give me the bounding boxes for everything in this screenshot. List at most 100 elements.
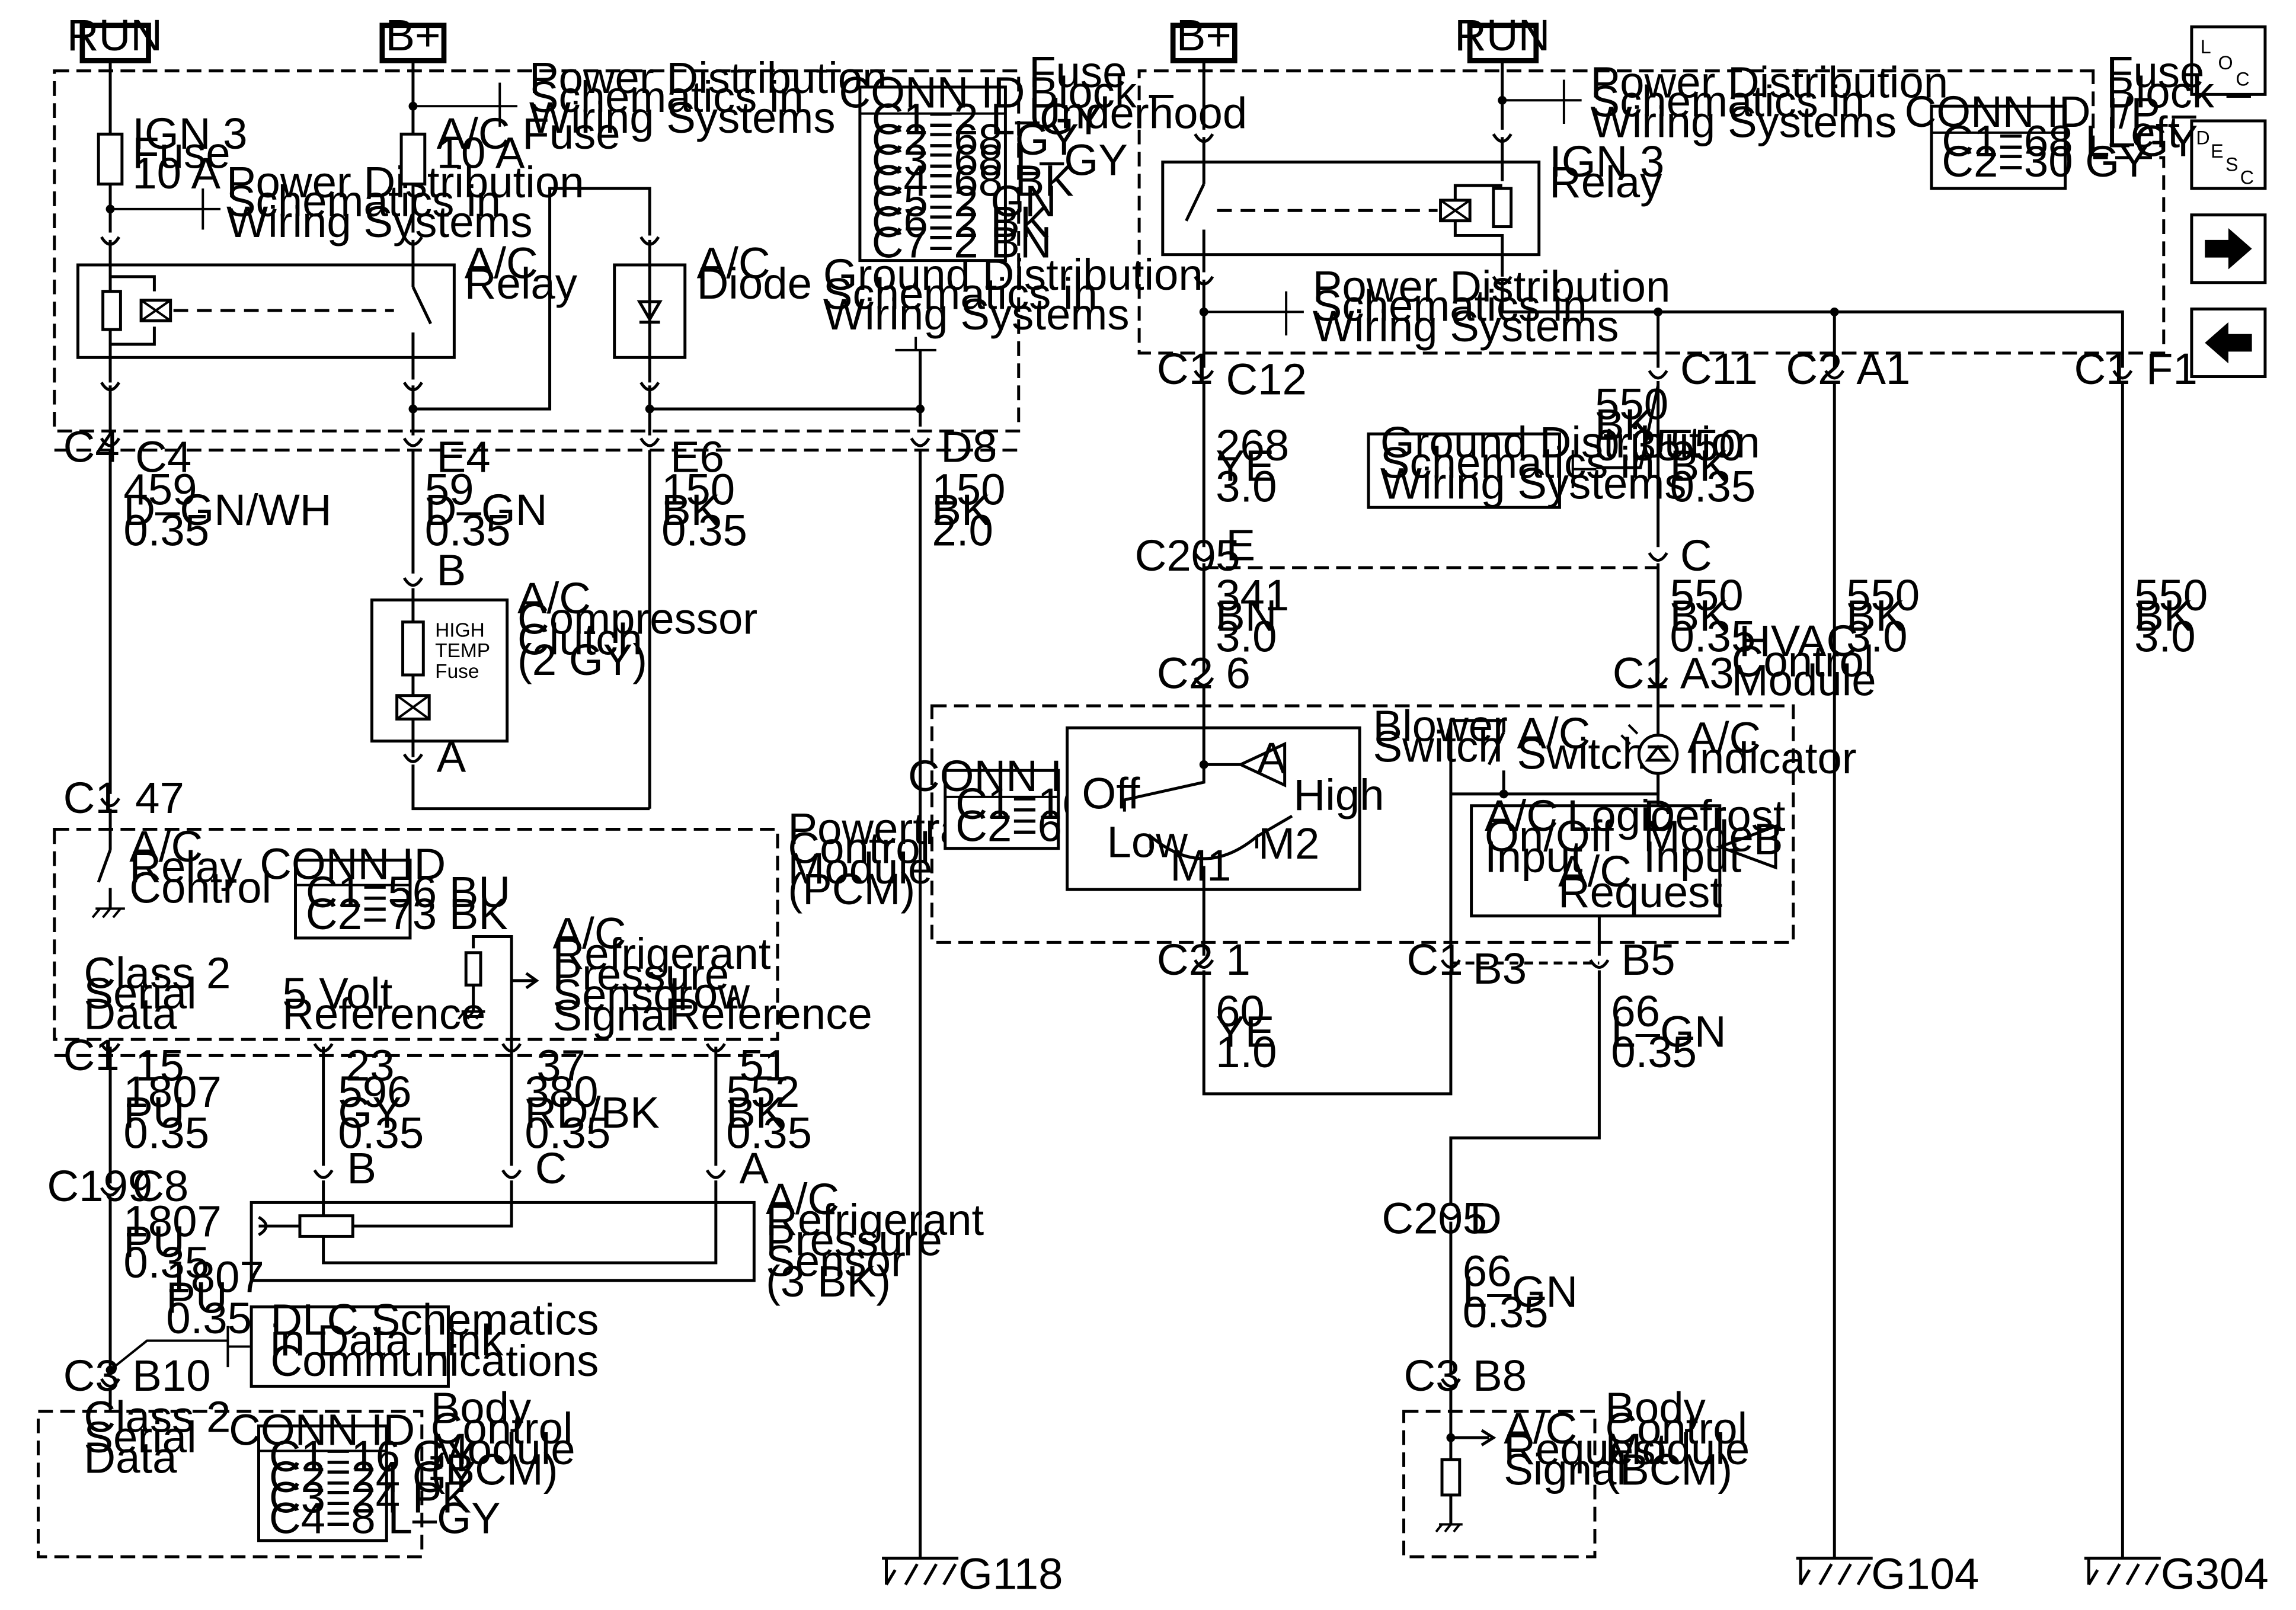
compressor-label-4: (2 GY) <box>517 635 647 684</box>
pcm-relay-control-2: Relay <box>129 843 242 892</box>
loc-l: L <box>2201 36 2211 57</box>
w550d-1: 550 <box>1846 571 1920 620</box>
ground-dist-left-3: Wiring Systems <box>823 290 1130 339</box>
loc-button[interactable]: L O C <box>2190 25 2267 96</box>
ground-g118: G118 <box>882 1550 1063 1599</box>
dlc-2: in Data Link <box>270 1315 504 1365</box>
pcm-title-3: Module <box>788 844 932 893</box>
bcm-right-title-1: Body <box>1605 1383 1706 1432</box>
w596-1: 596 <box>338 1067 411 1116</box>
desc-c: C <box>2240 167 2254 188</box>
sensor-label-1: A/C <box>766 1174 839 1224</box>
conn-id-pcm: CONN ID C1=56 BU C2=73 BK <box>260 840 510 940</box>
fuse-block-ip-title-4: Left <box>2106 108 2180 157</box>
desc-button[interactable]: D E S C <box>2190 119 2267 190</box>
w1807c-3: 0.35 <box>166 1294 252 1343</box>
next-page-button[interactable] <box>2190 213 2267 284</box>
w60-1: 60 <box>1216 987 1265 1036</box>
w1807-1: 1807 <box>123 1067 222 1116</box>
compressor-pin-b: B <box>437 546 466 595</box>
w66-1: 66 <box>1611 987 1660 1036</box>
hvac-defrost-3: Input <box>1643 832 1742 881</box>
hvac-pin-b3: B3 <box>1473 944 1527 993</box>
bcm-left-class2-2: Serial <box>84 1413 196 1462</box>
ground-dist-left-2: Schematics in <box>823 269 1098 318</box>
arrow-left-icon <box>2205 322 2252 364</box>
hvac-onoff-3: Input <box>1485 832 1583 881</box>
ign3-relay-label-2: Relay <box>1549 158 1662 207</box>
ign3-fuse-label-3: 10 A <box>132 149 220 198</box>
ac-fuse-label-2: 10 A <box>437 128 525 177</box>
ac-relay-label-2: Relay <box>465 259 578 308</box>
hvac-onoff-2: On/Off <box>1485 812 1614 861</box>
w550c-3: 0.35 <box>1670 612 1755 661</box>
blower-high: High <box>1294 770 1384 820</box>
compressor-label-2: Compressor <box>517 594 757 644</box>
pcm-pin-23: 23 <box>346 1041 395 1090</box>
pcm-lowref-1: Low <box>669 969 750 1018</box>
pin-c11: C11 <box>1680 344 1758 393</box>
w150a-2: BK <box>661 485 720 534</box>
ac-fuse-label-1: A/C Fuse <box>437 109 621 158</box>
g304-label: G304 <box>2161 1550 2269 1599</box>
fuse-block-ip-title-3: I/P – <box>2106 88 2196 137</box>
blower-label-2: Switch <box>1373 722 1502 771</box>
conn-bcm-4: C4=8 L–GY <box>269 1493 501 1542</box>
w550d-3: 3.0 <box>1846 612 1907 661</box>
power-dist-right-1a: Power Distribution <box>1591 57 1949 107</box>
pin-d-lower: D <box>1470 1193 1502 1243</box>
loc-c: C <box>2236 68 2249 89</box>
power-dist-right-1b: Schematics in <box>1591 77 1865 126</box>
ac-relay-label-1: A/C <box>465 238 538 287</box>
conn-pcm-1: C1=56 BU <box>306 868 510 917</box>
blower-m2: M2 <box>1258 819 1319 868</box>
conn-underhood-5: C5=2 GN <box>872 177 1057 226</box>
ign3-fuse-symbol <box>97 132 124 186</box>
ign3-fuse-label-1: IGN 3 <box>132 109 247 158</box>
w59-1: 59 <box>425 465 474 514</box>
conn-c205-right: C205 <box>1135 531 1240 580</box>
w550d-2: BK <box>1846 591 1905 641</box>
power-dist-right-2a: Power Distribution <box>1313 262 1671 311</box>
sensor-pin-b: B <box>347 1144 376 1193</box>
w66-3: 0.35 <box>1611 1028 1697 1077</box>
conn-id-underhood-title: CONN ID <box>839 68 1025 117</box>
ground-dist-right-1: Ground Distribution <box>1380 418 1760 467</box>
sensor-pin-a: A <box>740 1144 769 1193</box>
w459-1: 459 <box>123 465 197 514</box>
dlc-ref-box <box>250 1305 450 1388</box>
conn-id-ip-title: CONN ID <box>1904 87 2090 136</box>
w59-2: D–GN <box>425 485 548 534</box>
hvac-title-1: HVAC <box>1739 616 1858 665</box>
blower-switch-box <box>1066 726 1361 891</box>
w552-1: 552 <box>726 1067 800 1116</box>
pin-d8: D8 <box>941 422 997 471</box>
hvac-conn-c1b: C1 <box>1407 935 1463 984</box>
blower-m1: M1 <box>1170 841 1231 890</box>
w459-2: D–GN/WH <box>123 485 331 534</box>
conn-underhood-3: C3=68 L–GY <box>872 136 1128 185</box>
pcm-lowref-2: Reference <box>669 990 872 1039</box>
conn-id-underhood: CONN ID C1=2 L–GY C2=68 GY C3=68 L–GY C4… <box>839 68 1128 267</box>
w150b-2: BK <box>932 485 990 534</box>
pin-c8: C8 <box>132 1161 188 1211</box>
power-dist-left-1c: Wiring Systems <box>226 197 533 247</box>
w550b-1: 550 <box>1670 421 1743 470</box>
w59-3: 0.35 <box>425 506 511 555</box>
sensor-pin-c: C <box>535 1144 567 1193</box>
conn-bcm-2: C2=24 GY <box>269 1452 476 1502</box>
conn-id-bcm-title: CONN ID <box>229 1406 415 1455</box>
pcm-pin-15: 15 <box>135 1041 184 1090</box>
pcm-5v-1: 5 Volt <box>282 969 392 1018</box>
ac-diode-label-1: A/C <box>697 238 770 287</box>
pcm-class2-2: Serial <box>84 969 196 1018</box>
hvac-conn-c1: C1 <box>1613 648 1669 697</box>
pcm-signal-2: Refrigerant <box>553 929 771 978</box>
bcm-left-title-1: Body <box>431 1383 532 1432</box>
prev-page-button[interactable] <box>2190 307 2267 379</box>
w1807-3: 0.35 <box>123 1109 209 1158</box>
pcm-relay-control-1: A/C <box>129 822 203 871</box>
request-signal-2: Request <box>1504 1425 1668 1474</box>
pcm-relay-control-3: Control <box>129 863 271 912</box>
